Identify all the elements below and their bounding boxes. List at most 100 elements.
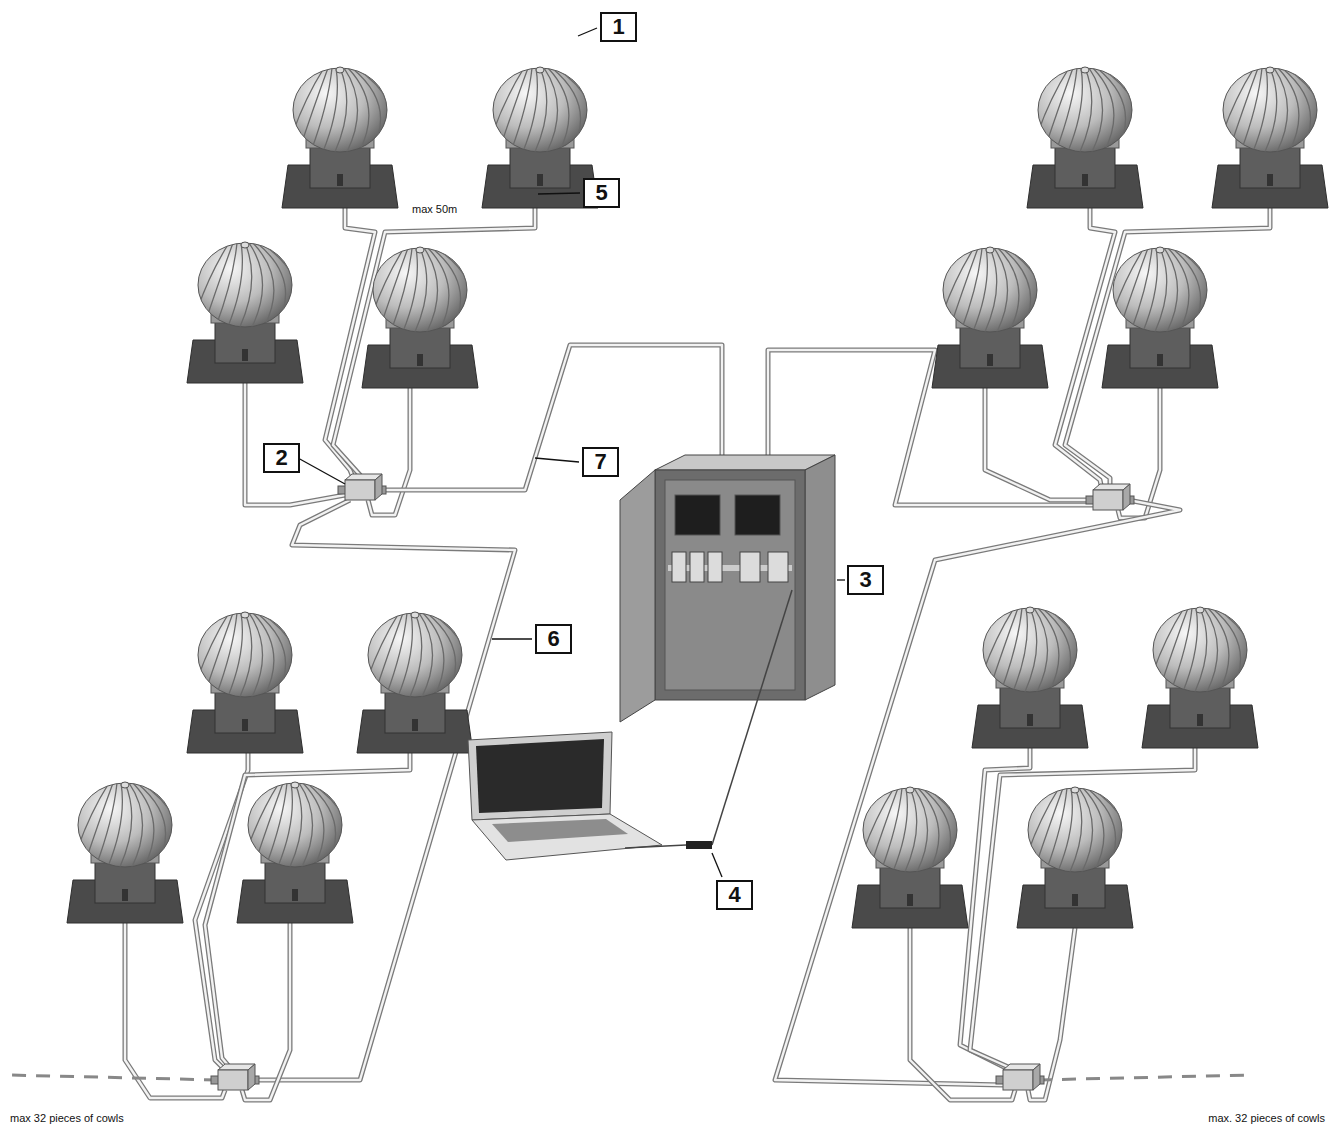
- cable-core: [1118, 388, 1160, 518]
- keyboard: [492, 819, 628, 842]
- junction-box: [338, 474, 386, 500]
- vane: [1282, 68, 1311, 154]
- cable: [242, 923, 290, 1100]
- vane: [1212, 608, 1241, 694]
- vane: [366, 248, 404, 334]
- roof-cowl: [1017, 787, 1133, 928]
- vane: [1000, 608, 1022, 694]
- vane: [1046, 608, 1082, 694]
- roof-cowl: [852, 787, 968, 928]
- vane: [1164, 248, 1178, 334]
- length-note: max 50m: [410, 203, 459, 216]
- cable-core: [1055, 208, 1115, 490]
- turbine-vanes: [191, 613, 297, 699]
- vane: [265, 783, 287, 869]
- neck-slot: [907, 894, 913, 906]
- vane: [261, 613, 297, 699]
- neck-slot: [537, 174, 543, 186]
- leader-line: [712, 853, 722, 877]
- top-knob: [1196, 607, 1204, 613]
- leader-line: [298, 458, 345, 484]
- turbine-vanes: [71, 783, 177, 869]
- vane: [191, 613, 229, 699]
- box-side: [375, 474, 382, 500]
- turbine-vanes: [976, 608, 1082, 694]
- neck-slot: [1027, 714, 1033, 726]
- vane: [1069, 788, 1082, 874]
- neck-slot: [337, 174, 343, 186]
- vane: [1194, 608, 1207, 694]
- capacity-note: max 32 pieces of cowls: [8, 1112, 126, 1125]
- vane: [1067, 68, 1082, 154]
- vane: [1264, 68, 1277, 154]
- vane: [1252, 68, 1267, 154]
- vane: [914, 788, 928, 874]
- vane: [1045, 788, 1067, 874]
- cable-continuation: [10, 1075, 218, 1080]
- roof-cowl: [187, 612, 303, 753]
- vane: [409, 613, 422, 699]
- vane: [1091, 788, 1127, 874]
- top-knob: [1071, 787, 1079, 793]
- vane: [1097, 68, 1126, 154]
- cable: [970, 748, 1195, 1070]
- vane: [552, 68, 581, 154]
- leader-line: [837, 579, 845, 580]
- vane: [419, 613, 433, 699]
- vane: [119, 783, 132, 869]
- box-front: [218, 1070, 248, 1090]
- cable: [1055, 208, 1115, 490]
- vane: [1130, 248, 1152, 334]
- vane: [486, 68, 524, 154]
- vane: [1182, 608, 1197, 694]
- cables: [10, 208, 1270, 1100]
- turbine-vanes: [1031, 68, 1137, 154]
- neck-slot: [122, 889, 128, 901]
- top-knob: [1081, 67, 1089, 73]
- turbine-vanes: [1021, 788, 1127, 874]
- neck-slot: [1197, 714, 1203, 726]
- top-knob: [536, 67, 544, 73]
- vane: [1079, 68, 1092, 154]
- callout-number: 4: [716, 880, 753, 910]
- box-side: [1033, 1064, 1040, 1090]
- cable: [125, 923, 225, 1098]
- vane: [241, 783, 279, 869]
- vane: [261, 243, 297, 329]
- neck-slot: [412, 719, 418, 731]
- top-knob: [906, 787, 914, 793]
- controller: [675, 495, 720, 535]
- cabinet-side: [805, 455, 835, 700]
- roof-cowl: [1102, 247, 1218, 388]
- vane: [926, 788, 962, 874]
- vane: [385, 613, 407, 699]
- cable-core: [985, 388, 1093, 500]
- controller: [735, 495, 780, 535]
- vane: [307, 783, 336, 869]
- leader-line: [492, 638, 532, 639]
- vane: [1240, 68, 1262, 154]
- vane: [249, 243, 263, 329]
- neck-slot: [292, 889, 298, 901]
- vane: [1055, 68, 1077, 154]
- top-knob: [1266, 67, 1274, 73]
- vane: [522, 68, 537, 154]
- roof-cowl: [932, 247, 1048, 388]
- vane: [249, 613, 263, 699]
- roof-cowl: [1212, 67, 1328, 208]
- cabinet-top: [655, 455, 835, 470]
- callout-number: 3: [847, 565, 884, 595]
- box-front: [345, 480, 375, 500]
- vane: [1012, 608, 1027, 694]
- vane: [904, 788, 917, 874]
- vane: [257, 613, 286, 699]
- vane: [107, 783, 122, 869]
- vane: [356, 68, 392, 154]
- vane: [1274, 68, 1288, 154]
- turbine-vanes: [856, 788, 962, 874]
- turbine-vanes: [366, 248, 472, 334]
- laptop-screen-frame: [468, 732, 612, 820]
- vane: [239, 243, 252, 329]
- roof-cowl: [237, 782, 353, 923]
